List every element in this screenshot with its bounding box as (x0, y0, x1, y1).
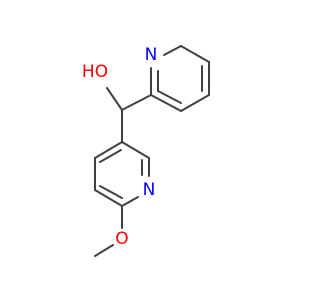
bond-top-c5-c1-inner (157, 90, 182, 104)
bond-bottom-c3-c4 (94, 189, 123, 207)
bond-top-c4-c5 (180, 94, 210, 112)
bond-bottom-c1-c2 (94, 141, 123, 159)
bond-oh-c (106, 87, 123, 111)
bond-methoxy-o-methyl (94, 244, 114, 257)
structure-diagram: HO N N O (82, 45, 210, 257)
bond-top-c2-c3 (180, 45, 210, 63)
molecule-canvas: HO N N O (82, 45, 210, 257)
bond-bottom-c1-c2-inner (99, 149, 122, 163)
bond-top-n-c2 (163, 45, 182, 56)
bond-top-c5-c1 (150, 94, 182, 112)
pyridine-nitrogen-bottom-label: N (143, 180, 156, 200)
methoxy-oxygen-label: O (115, 229, 128, 249)
pyridine-nitrogen-top-label: N (145, 45, 158, 65)
bond-bottom-c5-c1 (121, 141, 150, 159)
bond-bottom-c3-c4-inner (99, 185, 123, 199)
bond-bottom-c4-n (121, 196, 139, 207)
hydroxyl-label: HO (82, 62, 108, 82)
bond-c-pyridyl-top (121, 94, 152, 111)
